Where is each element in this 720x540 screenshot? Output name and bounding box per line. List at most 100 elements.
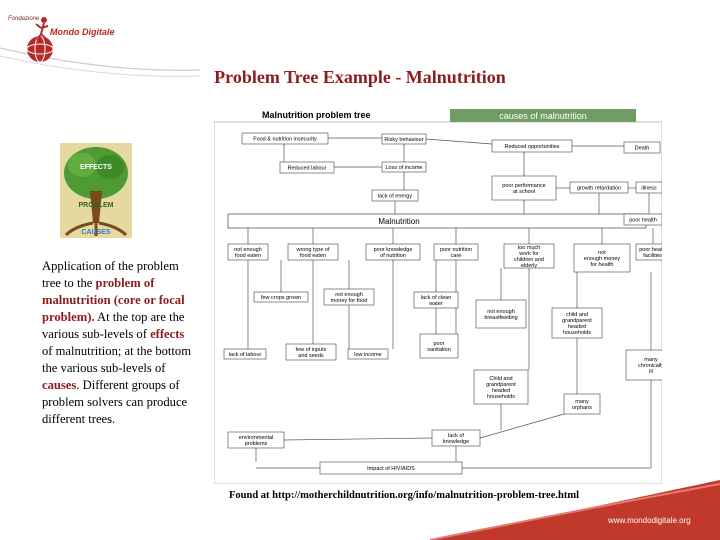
diagram-box-label: care [451,253,462,259]
diagram-box-label: low income [354,352,382,358]
diagram-box-label: Child and [489,376,512,382]
diagram-box-b10: lack of energy [371,189,419,202]
diagram-header-bar [450,109,636,122]
diagram-box-label: and seeds [298,353,324,359]
diagram-box-label: Death [635,146,650,152]
diagram-box-label: water [428,301,443,307]
diagram-box-label: wrong type of [295,247,329,253]
tree-causes-label: CAUSES [81,229,111,236]
diagram-box-label: money for food [331,298,368,304]
diagram-box-label: headed [568,324,586,330]
diagram-box-label: many [575,399,589,405]
diagram-box-label: illness [641,186,657,192]
diagram-box-label: poor health [629,218,657,224]
diagram-box-label: Reduced labour [288,166,327,172]
diagram-box-label: lack of [448,433,464,439]
diagram-box-label: lack of clean [421,295,452,301]
diagram-box-label: few of inputs [296,347,327,353]
diagram-box-label: food eaten [300,253,326,259]
diagram-box-label: sanitation [427,347,451,353]
source-citation: Found at http://motherchildnutrition.org… [229,490,580,501]
diagram-box-label: too much [518,245,541,251]
diagram-header-label: causes of malnutrition [499,111,587,121]
diagram-box-label: growth retardation [577,186,621,192]
diagram-box-label: elderly [521,263,537,269]
diagram-box-label: Food & nutrition insecurity [253,137,317,143]
diagram-box-label: few crops grown [261,295,301,301]
diagram-title: Malnutrition problem tree [262,110,371,120]
diagram-box-b1: Food & nutrition insecurity [241,132,329,145]
diagram-box-label: Reduced opportunities [504,144,559,150]
diagram-box-b8: growth retardation [569,181,629,194]
diagram-box-label: of nutrition [380,253,406,259]
core-problem-label: Malnutrition [378,217,419,226]
diagram-box-c13: lack of labour [223,348,267,360]
diagram-box-label: grandparent [562,318,592,324]
diagram-box-label: environmental [239,435,274,441]
diagram-box-c22: Impact of HIV/AIDS [319,461,463,475]
diagram-box-b5: Loss of income [381,161,427,173]
diagram-box-label: poor [433,341,444,347]
diagram-box-c8: few crops grown [253,291,309,303]
diagram-box-label: many [644,357,658,363]
diagram-box-label: breastfeeding [484,315,517,321]
diagram-box-b4: Death [623,141,661,154]
footer-arc [430,480,720,540]
diagram-box-c7: poor healthfacilities [635,243,662,261]
diagram-box-b3: Reduced opportunities [491,139,573,153]
logo-icon [26,17,54,63]
problem-tree-icon: EFFECTS PROBLEM CAUSES [60,143,132,238]
diagram-box-label: Loss of income [386,165,423,171]
tree-effects-label: EFFECTS [80,164,112,171]
diagram-box-label: poor performance [502,183,545,189]
diagram-box-label: work for [518,251,539,257]
description-text: Application of the problem tree to the p… [42,259,192,426]
diagram-box-label: enough money [584,256,621,262]
core-problem-box [227,213,647,229]
diagram-box-label: households [487,394,515,400]
diagram-box-label: Impact of HIV/AIDS [367,466,415,472]
diagram-box-label: not enough [487,309,515,315]
diagram-box-label: for health [591,262,614,268]
diagram-box-label: at school [513,189,535,195]
diagram-box-label: poor nutrition [440,247,472,253]
diagram-box-label: orphans [572,405,592,411]
diagram-box-label: children and [514,257,544,263]
diagram-box-b6: Reduced labour [279,161,335,174]
diagram-box-b9: illness [635,181,662,194]
diagram-box-label: facilities [643,253,662,259]
diagram-box-label: knowledge [443,439,469,445]
diagram-box-label: not [598,250,606,256]
page-title: Problem Tree Example - Malnutrition [214,67,506,87]
diagram-box-label: food eaten [235,253,261,259]
footer-url: www.mondodigitale.org [608,516,691,525]
diagram-box-label: chronically [638,363,662,369]
diagram-box-label: not enough [234,247,262,253]
tree-problem-label: PROBLEM [79,202,114,209]
diagram-box-label: child and [566,312,588,318]
diagram-box-c15: low income [347,348,389,360]
diagram-box-label: lack of labour [229,352,262,358]
header-swoosh [0,47,200,77]
diagram-box-label: grandparent [486,382,516,388]
logo-small-text: Fondazione [8,16,40,22]
diagram-box-label: households [563,330,591,336]
diagram-box-label: ill [649,369,653,375]
